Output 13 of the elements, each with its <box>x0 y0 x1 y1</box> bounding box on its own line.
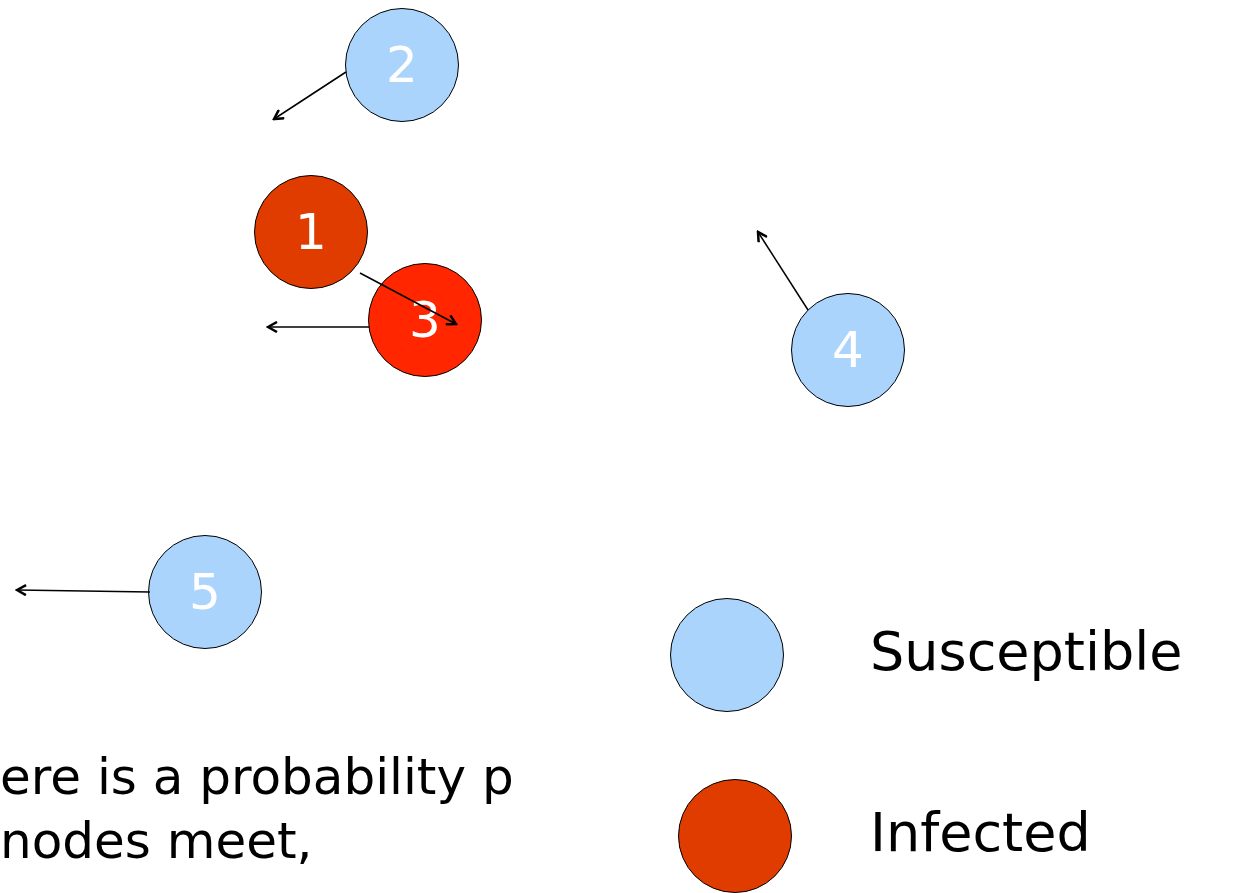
node-number: 3 <box>409 295 441 345</box>
arrow <box>266 320 370 334</box>
node-number: 1 <box>295 207 327 257</box>
legend-label: Infected <box>870 806 1091 860</box>
node-number: 2 <box>386 40 418 90</box>
legend-label: Susceptible <box>870 625 1183 679</box>
arrow <box>359 272 458 326</box>
arrow <box>756 230 809 311</box>
arrow <box>272 71 347 121</box>
node-number: 5 <box>189 567 221 617</box>
arrow <box>15 583 151 597</box>
note-text: ere is a probability p nodes meet, <box>0 747 515 872</box>
node-number: 4 <box>832 325 864 375</box>
